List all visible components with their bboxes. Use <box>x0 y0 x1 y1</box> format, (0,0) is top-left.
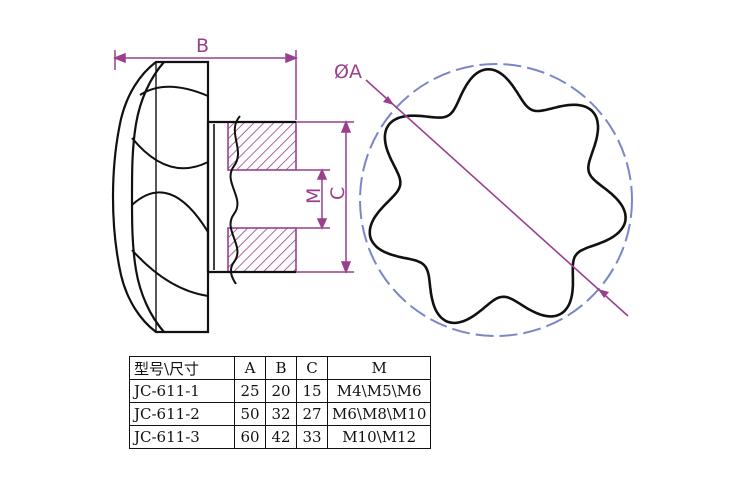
knob-head-outline <box>111 60 210 334</box>
header-c: C <box>296 356 328 380</box>
diameter-arrow-end <box>598 289 609 298</box>
header-m: M <box>326 356 432 380</box>
cell-a: 50 <box>234 402 266 426</box>
cell-b: 42 <box>265 425 297 449</box>
cell-m: M10\M12 <box>326 425 432 449</box>
table-row: JC-611-3 60 42 33 M10\M12 <box>129 425 432 449</box>
cell-c: 33 <box>296 425 328 449</box>
cell-a: 25 <box>234 379 266 403</box>
cell-c: 15 <box>296 379 328 403</box>
cell-m: M6\M8\M10 <box>326 402 432 426</box>
cell-model: JC-611-1 <box>129 379 235 403</box>
header-model-size: 型号\尺寸 <box>129 356 235 380</box>
dim-label-b: B <box>196 35 209 57</box>
cell-a: 60 <box>234 425 266 449</box>
cell-b: 32 <box>265 402 297 426</box>
diameter-arrow-start <box>383 96 394 105</box>
cell-model: JC-611-2 <box>129 402 235 426</box>
cell-b: 20 <box>265 379 297 403</box>
cell-m: M4\M5\M6 <box>326 379 432 403</box>
table-row: JC-611-2 50 32 27 M6\M8\M10 <box>129 402 432 426</box>
header-b: B <box>265 356 297 380</box>
cell-model: JC-611-3 <box>129 425 235 449</box>
outer-diameter-circle <box>359 63 633 337</box>
knob-lobe-lines <box>131 85 209 297</box>
size-spec-table: 型号\尺寸 A B C M JC-611-1 25 20 15 M4\M5\M6… <box>129 356 432 449</box>
knob-top-view <box>359 63 633 337</box>
dim-label-c: C <box>327 187 349 200</box>
knob-side-view <box>111 60 210 334</box>
dimension-lines <box>112 50 354 275</box>
shank-outline <box>206 120 296 274</box>
dim-label-m: M <box>303 188 325 204</box>
knob-shank <box>206 115 297 285</box>
diameter-line <box>365 79 629 317</box>
shank-lower-section <box>227 227 297 273</box>
knob-head-inner-curve <box>130 61 165 333</box>
table-row: JC-611-1 25 20 15 M4\M5\M6 <box>129 379 432 403</box>
knob-technical-drawing: B C M ØA <box>111 35 633 337</box>
knob-star-outline <box>368 68 627 325</box>
cell-c: 27 <box>296 402 328 426</box>
table-header-row: 型号\尺寸 A B C M <box>129 356 432 380</box>
dim-label-a: ØA <box>334 61 362 83</box>
shank-wavy-break <box>229 115 241 285</box>
header-a: A <box>234 356 266 380</box>
